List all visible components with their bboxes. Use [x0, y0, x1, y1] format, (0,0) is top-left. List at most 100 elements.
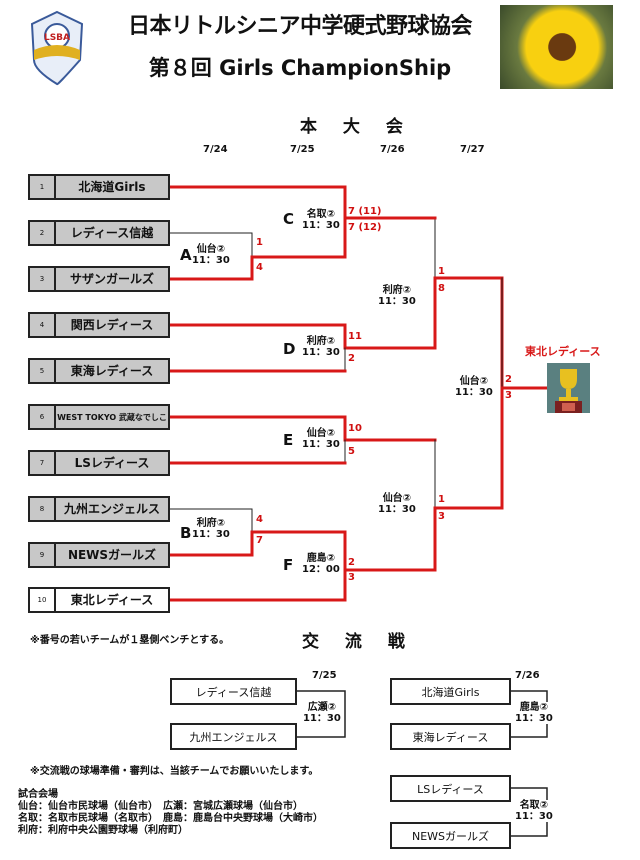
game-time: 11：30: [302, 220, 340, 231]
game-time: 11：30: [378, 504, 416, 515]
line: [168, 255, 347, 281]
exchange-team: LSレディース: [390, 775, 511, 802]
venue-list-title: 試合会場: [18, 789, 58, 800]
score: 7 (11): [348, 206, 382, 217]
game-time: 11：30: [302, 439, 340, 450]
venue-name: 名取②: [306, 209, 336, 220]
exchange-team: 九州エンジェルス: [170, 723, 297, 750]
venue-name: 利府②: [382, 285, 412, 296]
seed-number: 9: [30, 544, 56, 566]
line: [168, 185, 347, 220]
score: 1: [256, 237, 263, 248]
team-name: LSレディース: [74, 455, 150, 470]
line: [169, 508, 253, 533]
game-time: 11：30: [515, 811, 553, 822]
score: 4: [256, 514, 263, 525]
exchange-team: NEWSガールズ: [390, 822, 511, 849]
association-logo: LSBA: [28, 10, 86, 86]
score: 8: [438, 283, 445, 294]
game-time: 12：00: [302, 564, 340, 575]
seed-number: 10: [30, 589, 56, 611]
game-label-c: C: [283, 210, 295, 228]
venue-name: 利府②: [306, 336, 336, 347]
score: 3: [438, 511, 445, 522]
score: 1: [438, 266, 445, 277]
seed-number: 7: [30, 452, 56, 474]
line: [169, 232, 253, 258]
trophy-icon: [547, 363, 590, 413]
team-name: レディース信越: [70, 225, 154, 240]
venue-name: 広瀬②: [307, 702, 337, 713]
exchange-team: 北海道Girls: [390, 678, 511, 705]
score: 2: [348, 557, 355, 568]
venue-list: 試合会場 仙台：仙台市民球場（仙台市） 広瀬：宮城広瀬球場（仙台市） 名取：名取…: [18, 789, 323, 837]
score: 7: [256, 535, 263, 546]
line: [168, 415, 437, 442]
venue-name: 利府②: [196, 518, 226, 529]
exchange-note: ※交流戦の球場準備・審判は、当該チームでお願いいたします。: [30, 766, 319, 777]
venue-name: 名取②: [519, 800, 549, 811]
sunflower-image: [500, 5, 613, 89]
seed-number: 1: [30, 176, 56, 198]
line: [168, 530, 347, 572]
seed-number: 6: [30, 406, 56, 428]
score: 10: [348, 423, 362, 434]
exchange-date: 7/26: [515, 670, 540, 681]
seed-number: 5: [30, 360, 56, 382]
venue-name: 仙台②: [196, 244, 226, 255]
date-label: 7/24: [203, 144, 228, 155]
game-label-b: B: [180, 524, 192, 542]
team-name: WEST TOKYO 武蔵なでしこ: [57, 412, 167, 422]
team-box-10: 10 東北レディース: [28, 587, 170, 613]
team-name: 北海道Girls: [78, 179, 146, 194]
venue-name: 仙台②: [382, 493, 412, 504]
score: 7 (12): [348, 222, 382, 233]
exchange-date: 7/25: [312, 670, 337, 681]
venue-name: 鹿島②: [306, 553, 336, 564]
team-name: NEWSガールズ: [67, 547, 157, 562]
venue-name: 仙台②: [306, 428, 336, 439]
svg-text:LSBA: LSBA: [44, 33, 70, 43]
venue-line: 仙台：仙台市民球場（仙台市） 広瀬：宮城広瀬球場（仙台市）: [18, 801, 303, 812]
score: 4: [256, 262, 263, 273]
venue-line: 名取：名取市民球場（名取市） 鹿島：鹿島台中央野球場（大崎市）: [18, 813, 323, 824]
champion-name: 東北レディース: [525, 345, 601, 358]
date-label: 7/26: [380, 144, 405, 155]
team-box-8: 8 九州エンジェルス: [28, 496, 170, 522]
game-time: 11：30: [192, 529, 230, 540]
team-box-2: 2 レディース信越: [28, 220, 170, 246]
venue-name: 仙台②: [459, 376, 489, 387]
page-subtitle: 第８回 Girls ChampionShip: [148, 56, 452, 80]
date-label: 7/25: [290, 144, 315, 155]
team-box-9: 9 NEWSガールズ: [28, 542, 170, 568]
team-box-1: 1 北海道Girls: [28, 174, 170, 200]
score: 3: [505, 390, 512, 401]
game-label-d: D: [283, 340, 296, 358]
exchange-team: 東海レディース: [390, 723, 511, 750]
score: 2: [505, 374, 512, 385]
exchange-team: レディース信越: [170, 678, 297, 705]
seed-number: 3: [30, 268, 56, 290]
game-label-e: E: [283, 431, 294, 449]
venue-line: 利府：利府中央公園野球場（利府町）: [18, 825, 188, 836]
team-name: 東北レディース: [70, 592, 154, 607]
game-time: 11：30: [192, 255, 230, 266]
date-label: 7/27: [460, 144, 485, 155]
team-name: 九州エンジェルス: [63, 501, 160, 516]
score: 2: [348, 353, 355, 364]
seed-number: 8: [30, 498, 56, 520]
seed-number: 2: [30, 222, 56, 244]
game-time: 11：30: [455, 387, 493, 398]
